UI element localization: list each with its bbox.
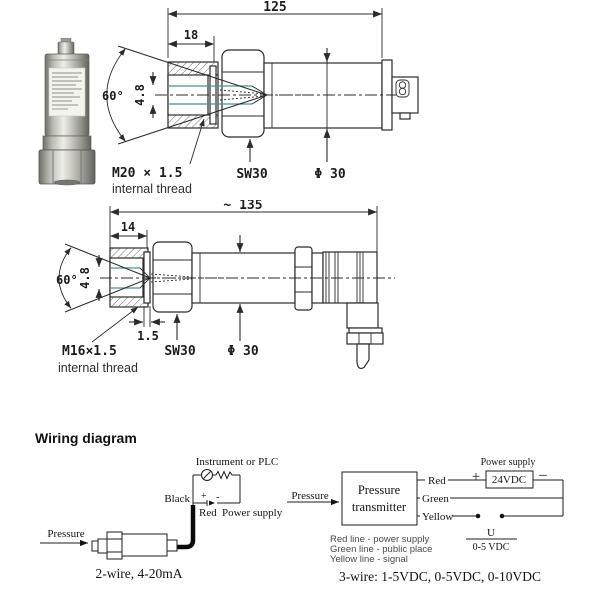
pressure-label: Pressure — [291, 490, 328, 502]
polarity-arrow-icon — [209, 500, 215, 506]
dim-wrench: SW30 — [164, 314, 196, 359]
photo-top-connector — [57, 38, 75, 56]
two-wire-circuit: Instrument or PLC + - Black Red Power su… — [40, 456, 283, 581]
dim-14-label: 14 — [121, 220, 135, 234]
transmitter-line2: transmitter — [352, 500, 407, 514]
sensor-body — [191, 246, 378, 311]
yellow-wire-label: Yellow — [422, 511, 453, 523]
thread-callout: M16×1.5 internal thread — [58, 306, 139, 375]
two-wire-caption: 2-wire, 4-20mA — [96, 566, 183, 581]
minus-mark: - — [216, 492, 219, 503]
cable-gland — [346, 302, 384, 370]
thread-note: internal thread — [58, 361, 138, 375]
sensor-cable — [177, 505, 196, 550]
plate-label: 1.5 — [137, 329, 159, 343]
dim-port-length: 18 — [168, 28, 215, 62]
three-wire-caption: 3-wire: 1-5VDC, 0-5VDC, 0-10VDC — [339, 569, 541, 584]
dim-18-label: 18 — [184, 28, 198, 42]
wrench-label: SW30 — [164, 344, 195, 359]
dim-overall-length: 125 — [167, 0, 383, 58]
plus-mark: + — [201, 491, 207, 502]
dim-bore: 4.8 — [133, 72, 157, 118]
dim-125-label: 125 — [263, 0, 286, 15]
power-supply-label: Power supply — [222, 507, 283, 519]
three-wire-circuit: Pressure Pressure transmitter Red Power … — [287, 457, 564, 584]
electrical-connector — [391, 76, 419, 120]
note-yellow: Yellow line - signal — [330, 554, 408, 565]
port-fitting — [109, 247, 151, 308]
product-photo-sensor — [38, 38, 96, 186]
transmitter-line1: Pressure — [358, 483, 401, 497]
dim-wrench: SW30 — [236, 139, 268, 182]
note-red: Red line - power supply — [330, 534, 430, 545]
black-wire-label: Black — [164, 493, 190, 505]
instrument-label: Instrument or PLC — [196, 456, 279, 468]
green-wire-label: Green — [422, 493, 449, 505]
dim-plate: 1.5 — [129, 306, 165, 343]
red-wire-label: Red — [199, 507, 217, 519]
angle-label: 60° — [56, 273, 78, 287]
minus-mark: – — [538, 467, 547, 483]
dim-diameter: Φ 30 — [314, 48, 346, 182]
cone-angle: 60° — [56, 243, 151, 313]
bore-label: 4.8 — [78, 267, 92, 289]
output-symbol: U — [487, 527, 495, 539]
diameter-label: Φ 30 — [227, 344, 258, 359]
resistor-icon — [215, 470, 233, 480]
plus-mark: + — [472, 469, 480, 485]
transmitter-box — [341, 471, 418, 526]
dim-135-label: ~ 135 — [223, 200, 262, 213]
dim-diameter: Φ 30 — [227, 235, 259, 359]
supply-value: 24VDC — [492, 474, 526, 486]
wiring-diagram-title: Wiring diagram — [35, 430, 137, 446]
output-range: 0-5 VDC — [473, 542, 510, 553]
dim-overall-length: ~ 135 — [109, 200, 378, 252]
cable — [356, 343, 370, 370]
red-wire-label: Red — [428, 475, 446, 487]
power-supply-label: Power supply — [481, 457, 536, 468]
terminal-dot — [475, 513, 481, 519]
dimension-drawing-m20: 125 18 — [102, 0, 419, 196]
thread-label: M20 × 1.5 — [112, 166, 182, 181]
angle-label: 60° — [102, 89, 124, 103]
thread-callout: M20 × 1.5 internal thread — [112, 118, 205, 196]
dimension-drawing-m16: ~ 135 14 — [56, 200, 395, 375]
wiring-diagram: Instrument or PLC + - Black Red Power su… — [40, 456, 564, 584]
photo-hex-base — [38, 135, 96, 186]
hex-nut — [152, 241, 193, 313]
pressure-label: Pressure — [47, 528, 84, 540]
rib-lines — [325, 252, 364, 303]
photo-spec-label — [48, 67, 86, 117]
note-green: Green line - public place — [330, 544, 432, 555]
thread-label: M16×1.5 — [62, 344, 117, 359]
cone-angle: 60° — [102, 45, 268, 145]
dim-bore: 4.8 — [78, 255, 103, 301]
thread-note: internal thread — [112, 182, 192, 196]
wrench-label: SW30 — [236, 167, 267, 182]
diameter-label: Φ 30 — [314, 167, 345, 182]
sensor-sketch — [91, 531, 178, 560]
bore-label: 4.8 — [133, 84, 147, 106]
